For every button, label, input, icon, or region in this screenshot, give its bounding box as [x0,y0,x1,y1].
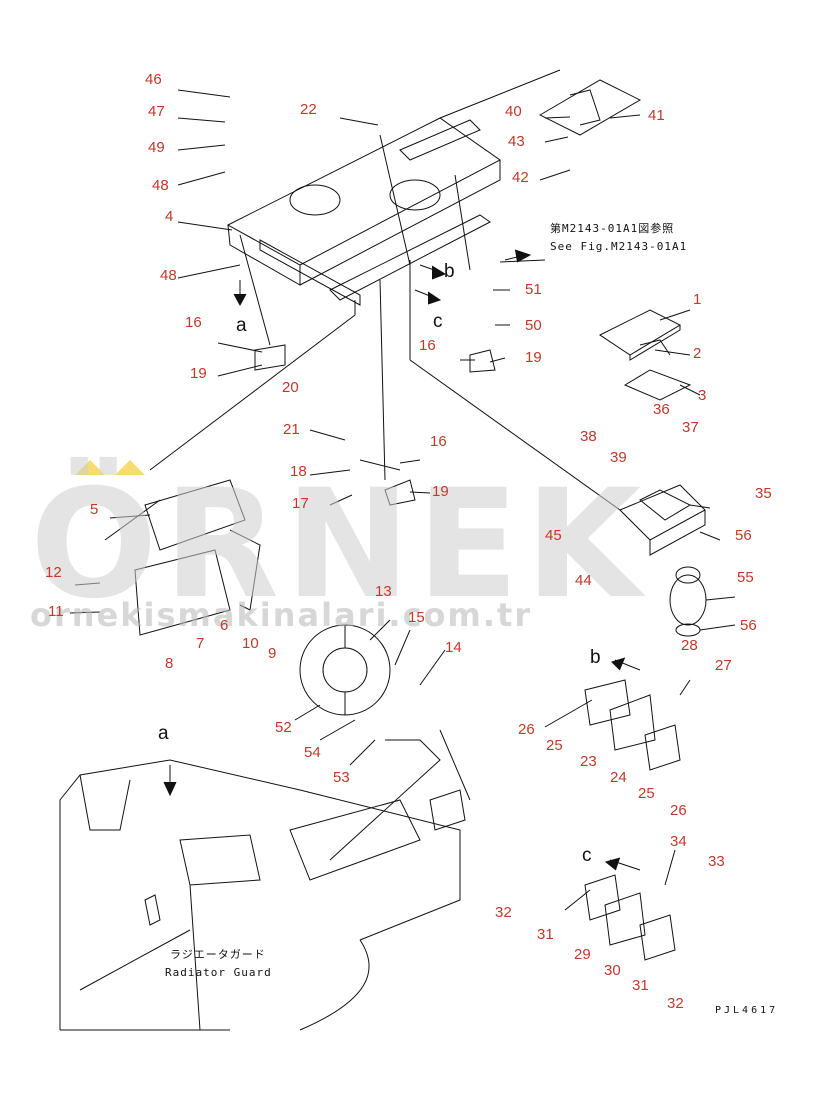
part-label: 55 [737,569,754,586]
part-label: 33 [708,853,725,870]
see-fig-en: See Fig.M2143-01A1 [550,240,688,253]
part-label: 16 [430,433,447,450]
part-label: 14 [445,639,462,656]
part-label: 23 [580,753,597,770]
watermark-accent [75,460,145,475]
part-label: 3 [698,387,707,404]
part-label: 16 [185,314,202,331]
part-label: 2 [693,345,702,362]
part-label: 27 [715,657,732,674]
part-label: 11 [48,603,64,620]
part-label: 4 [165,208,174,225]
view-letter: b [590,647,601,668]
part-label: 49 [148,139,165,156]
part-label: 31 [537,926,554,943]
part-label: 26 [518,721,535,738]
part-label: 19 [525,349,542,366]
part-label: 32 [495,904,512,921]
see-fig-jp: 第M2143-01A1図参照 [550,222,675,235]
part-label: 39 [610,449,627,466]
radiator-guard-jp: ラジエータガード [170,948,266,961]
part-label: 54 [304,744,321,761]
part-label: 1 [693,291,702,308]
part-label: 40 [505,103,522,120]
part-label: 41 [648,107,665,124]
part-label: 46 [145,71,162,88]
part-label: 56 [740,617,757,634]
view-letter: c [433,311,443,332]
diagram-linework [59,69,736,1031]
part-label: 30 [604,962,621,979]
view-letter: a [236,315,247,336]
part-label: 44 [575,572,592,589]
part-label: 8 [165,655,174,672]
part-label: 43 [508,133,525,150]
part-label: 52 [275,719,292,736]
part-label: 34 [670,833,687,850]
part-label: 56 [735,527,752,544]
part-label: 12 [45,564,62,581]
part-label: 47 [148,103,165,120]
view-letter: c [582,845,592,866]
part-label: 24 [610,769,627,786]
part-label: 13 [375,583,392,600]
part-label: 28 [681,637,698,654]
part-label: 29 [574,946,591,963]
part-label: 15 [408,609,425,626]
part-label: 20 [282,379,299,396]
part-label: 18 [290,463,307,480]
part-label: 51 [525,281,542,298]
part-label: 17 [292,495,309,512]
part-label: 50 [525,317,542,334]
part-label: 48 [160,267,177,284]
part-label: 19 [190,365,207,382]
part-label: 5 [90,501,99,518]
part-label: 21 [283,421,300,438]
part-label: 16 [419,337,436,354]
drawing-code: PJL4617 [715,1005,779,1016]
part-label: 45 [545,527,562,544]
part-label: 7 [196,635,205,652]
part-label: 48 [152,177,169,194]
radiator-guard-en: Radiator Guard [165,966,272,979]
part-label: 32 [667,995,684,1012]
part-label: 53 [333,769,350,786]
part-label: 19 [432,483,449,500]
part-label: 31 [632,977,649,994]
part-label: 6 [220,617,229,634]
part-label: 42 [512,169,529,186]
part-label: 36 [653,401,670,418]
part-label: 25 [546,737,563,754]
part-label: 35 [755,485,772,502]
part-label: 22 [300,101,317,118]
view-arrows [163,249,641,871]
part-label: 25 [638,785,655,802]
part-label: 9 [268,645,277,662]
view-letter: b [444,261,455,282]
part-label: 26 [670,802,687,819]
part-label: 37 [682,419,699,436]
view-letter: a [158,723,169,744]
part-label: 38 [580,428,597,445]
part-label: 10 [242,635,259,652]
